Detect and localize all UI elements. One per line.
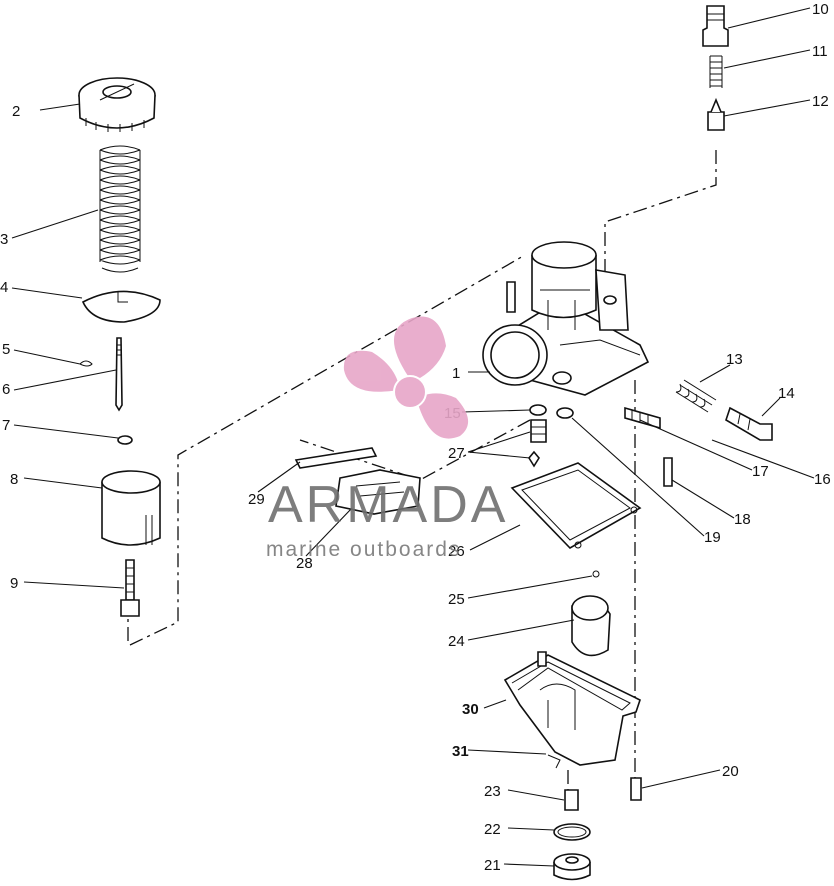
part-screw-20 — [630, 777, 642, 801]
part-washer — [117, 435, 133, 445]
part-gasket-28 — [335, 469, 421, 515]
part-float-needle — [707, 97, 725, 131]
callout-20: 20 — [722, 763, 739, 780]
part-main-jet — [530, 419, 547, 443]
callout-3: 3 — [0, 231, 8, 248]
callout-10: 10 — [812, 1, 829, 18]
callout-8: 8 — [10, 471, 18, 488]
callout-18: 18 — [734, 511, 751, 528]
callout-28: 28 — [296, 555, 313, 572]
callout-17: 17 — [752, 463, 769, 480]
part-drain-screw — [564, 789, 579, 811]
part-drain-plug — [553, 853, 591, 881]
part-spring-13 — [675, 379, 717, 413]
part-fitting — [702, 5, 729, 47]
part-float-bowl-gasket — [510, 462, 642, 550]
callout-31: 31 — [452, 743, 469, 760]
part-carburetor-body — [482, 241, 650, 396]
callout-24: 24 — [448, 633, 465, 650]
part-cap — [78, 77, 156, 132]
callout-9: 9 — [10, 575, 18, 592]
part-spring — [99, 145, 141, 273]
part-o-ring — [553, 823, 591, 841]
callout-4: 4 — [0, 279, 8, 296]
part-float — [571, 595, 611, 657]
leader-lines — [11, 7, 815, 867]
callout-22: 22 — [484, 821, 501, 838]
part-adjust-screw-14 — [725, 406, 773, 441]
callout-27: 27 — [448, 445, 465, 462]
callout-26: 26 — [448, 543, 465, 560]
callout-25: 25 — [448, 591, 465, 608]
callout-11: 11 — [812, 43, 828, 60]
watermark-tagline: marine outboards — [266, 538, 461, 561]
callout-29: 29 — [248, 491, 265, 508]
part-jet-needle — [115, 337, 123, 412]
part-pin-25 — [592, 570, 600, 578]
callout-1: 1 — [452, 365, 460, 382]
callout-6: 6 — [2, 381, 10, 398]
callout-23: 23 — [484, 783, 501, 800]
callout-30: 30 — [462, 701, 479, 718]
part-throttle-valve — [101, 470, 161, 546]
part-needle-spring — [709, 55, 723, 88]
part-needle-jet — [120, 559, 140, 617]
callout-14: 14 — [778, 385, 795, 402]
part-needle-valve — [528, 450, 540, 468]
part-float-bowl — [503, 651, 641, 769]
callout-12: 12 — [812, 93, 829, 110]
watermark-brand: ARMADA — [268, 476, 508, 534]
part-washer-19 — [556, 407, 574, 419]
part-retainer-plate — [81, 290, 161, 323]
part-pilot-screw-17 — [624, 406, 661, 430]
callout-16: 16 — [814, 471, 831, 488]
callout-2: 2 — [12, 103, 20, 120]
part-pilot-jet-washer — [529, 404, 547, 416]
callout-7: 7 — [2, 417, 10, 434]
callout-5: 5 — [2, 341, 10, 358]
part-clip — [79, 360, 93, 367]
propeller-logo-icon — [343, 316, 469, 439]
armada-watermark: ARMADA marine outboards — [266, 316, 508, 561]
part-screw-18 — [663, 457, 673, 487]
callout-21: 21 — [484, 857, 501, 874]
part-cover-29 — [294, 447, 378, 469]
callout-19: 19 — [704, 529, 721, 546]
callout-13: 13 — [726, 351, 743, 368]
